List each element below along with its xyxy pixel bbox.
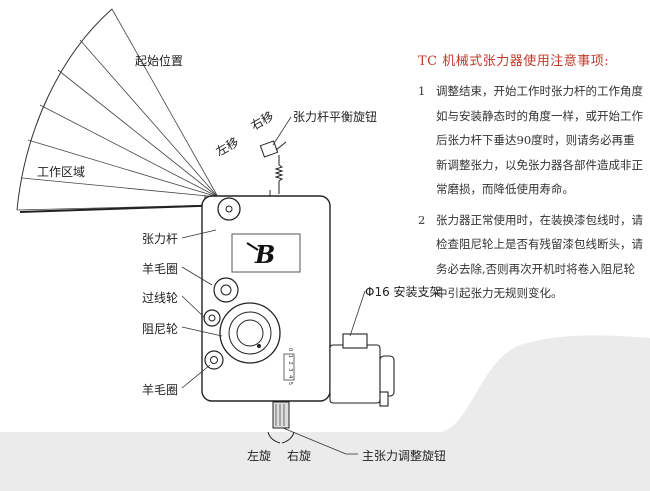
arm-range-arc [16,8,113,211]
label-felt-ring-bottom: 羊毛圈 [142,383,179,397]
label-bracket: Φ16 安装支架 [365,285,442,299]
label-guide-wheel: 过线轮 [142,291,179,305]
usage-notes: TC 机械式张力器使用注意事项: 1 调整结束，开始工作时张力杆的工作角度如与安… [418,50,646,312]
scale-window [283,353,295,381]
logo-box [231,233,301,273]
label-tension-arm: 张力杆 [142,232,179,246]
logo-mark: B [254,240,275,269]
main-knob-shape [272,401,290,429]
label-work-area: 工作区域 [37,165,86,179]
tension-arm [19,204,229,213]
label-scale-ticks: 0 1 2 3 4 5 [287,348,293,387]
arm-fan-lines [16,8,219,211]
note-item: 1 调整结束，开始工作时张力杆的工作角度如与安装静态时的角度一样，或开始工作后张… [418,79,646,202]
note-number: 2 [418,212,426,227]
note-number: 1 [418,84,426,98]
notes-title: TC 机械式张力器使用注意事项: [418,54,610,69]
mount-bracket [329,333,395,407]
label-start-position: 起始位置 [135,54,184,68]
rotation-arc-right [281,431,295,444]
ground-shape [0,335,650,491]
label-turn-left: 左旋 [247,449,272,463]
label-balance-knob: 张力杆平衡旋钮 [293,110,378,124]
label-damping-wheel: 阻尼轮 [142,322,179,336]
note-text: 调整结束，开始工作时张力杆的工作角度如与安装静态时的角度一样，或开始工作后张力杆… [436,84,643,196]
note-text: 张力器正常使用时，在装换漆包线时，请检查阻尼轮上是否有残留漆包线断头，请务必去除… [436,212,643,301]
note-item: 2 张力器正常使用时，在装换漆包线时，请检查阻尼轮上是否有残留漆包线断头，请务必… [418,208,646,306]
rotation-arc-left [267,431,281,444]
label-turn-right: 右旋 [287,449,312,463]
label-felt-ring-top: 羊毛圈 [142,262,179,276]
leader-lines [181,116,366,455]
balance-knob-shape [259,140,287,194]
label-main-knob: 主张力调整旋钮 [362,449,447,463]
